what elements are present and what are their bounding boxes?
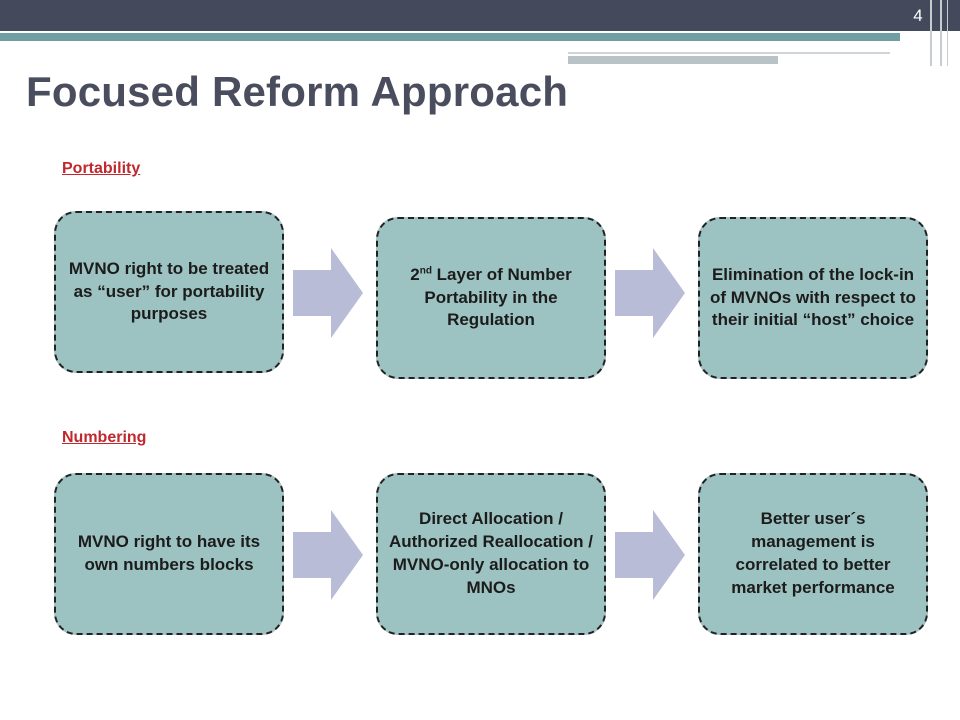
box-text-prefix: 2 — [410, 264, 420, 284]
box-better-user-management: Better user´s management is correlated t… — [698, 473, 928, 635]
box-elimination-lockin: Elimination of the lock-in of MVNOs with… — [698, 217, 928, 379]
slide-title: Focused Reform Approach — [26, 68, 569, 115]
arrow-right-icon — [293, 248, 363, 338]
section-label-numbering: Numbering — [62, 429, 147, 446]
arrow-right-icon — [615, 510, 685, 600]
decor-line — [947, 0, 948, 66]
decor-line — [940, 0, 942, 66]
accent-bar — [0, 33, 900, 41]
box-text-rest: Layer of Number Portability in the Regul… — [424, 264, 572, 330]
box-mvno-user-portability: MVNO right to be treated as “user” for p… — [54, 211, 284, 373]
decor-bar-grey — [568, 56, 778, 64]
decor-bar — [568, 42, 890, 54]
arrow-right-icon — [615, 248, 685, 338]
section-label-portability: Portability — [62, 160, 141, 177]
box-text-superscript: nd — [419, 264, 432, 276]
box-text: 2nd Layer of Number Portability in the R… — [388, 264, 594, 333]
box-text: MVNO right to have its own numbers block… — [77, 532, 261, 574]
slide-number: 4 — [913, 6, 923, 25]
header-bar — [0, 0, 960, 31]
box-text: Direct Allocation / Authorized Reallocat… — [388, 509, 594, 597]
box-text: Better user´s management is correlated t… — [731, 509, 895, 597]
box-second-layer-portability: 2nd Layer of Number Portability in the R… — [376, 217, 606, 379]
box-text: Elimination of the lock-in of MVNOs with… — [710, 264, 916, 330]
box-mvno-numbers-blocks: MVNO right to have its own numbers block… — [54, 473, 284, 635]
box-direct-allocation: Direct Allocation / Authorized Reallocat… — [376, 473, 606, 635]
decor-line — [930, 0, 932, 66]
box-text: MVNO right to be treated as “user” for p… — [68, 258, 270, 324]
arrow-right-icon — [293, 510, 363, 600]
